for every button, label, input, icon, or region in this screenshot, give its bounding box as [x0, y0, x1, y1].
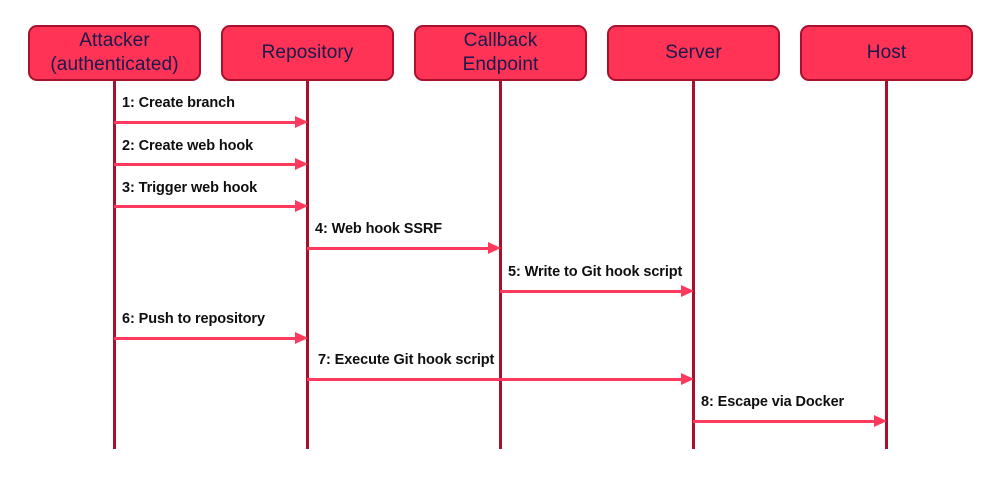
lifeline-server	[692, 80, 695, 449]
message-label-4: 4: Web hook SSRF	[315, 221, 443, 237]
message-line-7	[307, 378, 681, 381]
message-line-5	[500, 290, 681, 293]
lifeline-repository	[306, 80, 309, 449]
message-label-6: 6: Push to repository	[122, 311, 265, 327]
message-line-1	[114, 121, 295, 124]
lifeline-callback-endpoint	[499, 80, 502, 449]
message-arrowhead-5	[681, 285, 694, 297]
lifeline-attacker	[113, 80, 116, 449]
lifeline-host	[885, 80, 888, 449]
message-line-4	[307, 247, 488, 250]
participant-label-host: Host	[866, 41, 907, 63]
message-arrowhead-1	[295, 116, 308, 128]
participant-label-server: Server	[665, 41, 722, 63]
message-label-3: 3: Trigger web hook	[122, 180, 258, 196]
message-arrowhead-3	[295, 200, 308, 212]
message-label-2: 2: Create web hook	[122, 138, 254, 154]
participant-box-server[interactable]: Server	[607, 25, 780, 81]
message-arrowhead-7	[681, 373, 694, 385]
participant-label-attacker: Attacker (authenticated)	[50, 29, 179, 75]
message-label-7: 7: Execute Git hook script	[318, 352, 495, 368]
message-label-8: 8: Escape via Docker	[701, 394, 845, 410]
message-arrowhead-8	[874, 415, 887, 427]
message-line-6	[114, 337, 295, 340]
participant-label-repository: Repository	[261, 41, 354, 63]
message-label-1: 1: Create branch	[122, 95, 235, 111]
message-line-2	[114, 163, 295, 166]
message-arrowhead-2	[295, 158, 308, 170]
message-label-5: 5: Write to Git hook script	[508, 264, 683, 280]
participant-box-callback-endpoint[interactable]: Callback Endpoint	[414, 25, 587, 81]
participant-box-attacker[interactable]: Attacker (authenticated)	[28, 25, 201, 81]
message-line-3	[114, 205, 295, 208]
participant-label-callback-endpoint: Callback Endpoint	[462, 29, 539, 75]
participant-box-host[interactable]: Host	[800, 25, 973, 81]
message-arrowhead-4	[488, 242, 501, 254]
message-line-8	[693, 420, 874, 423]
message-arrowhead-6	[295, 332, 308, 344]
participant-box-repository[interactable]: Repository	[221, 25, 394, 81]
